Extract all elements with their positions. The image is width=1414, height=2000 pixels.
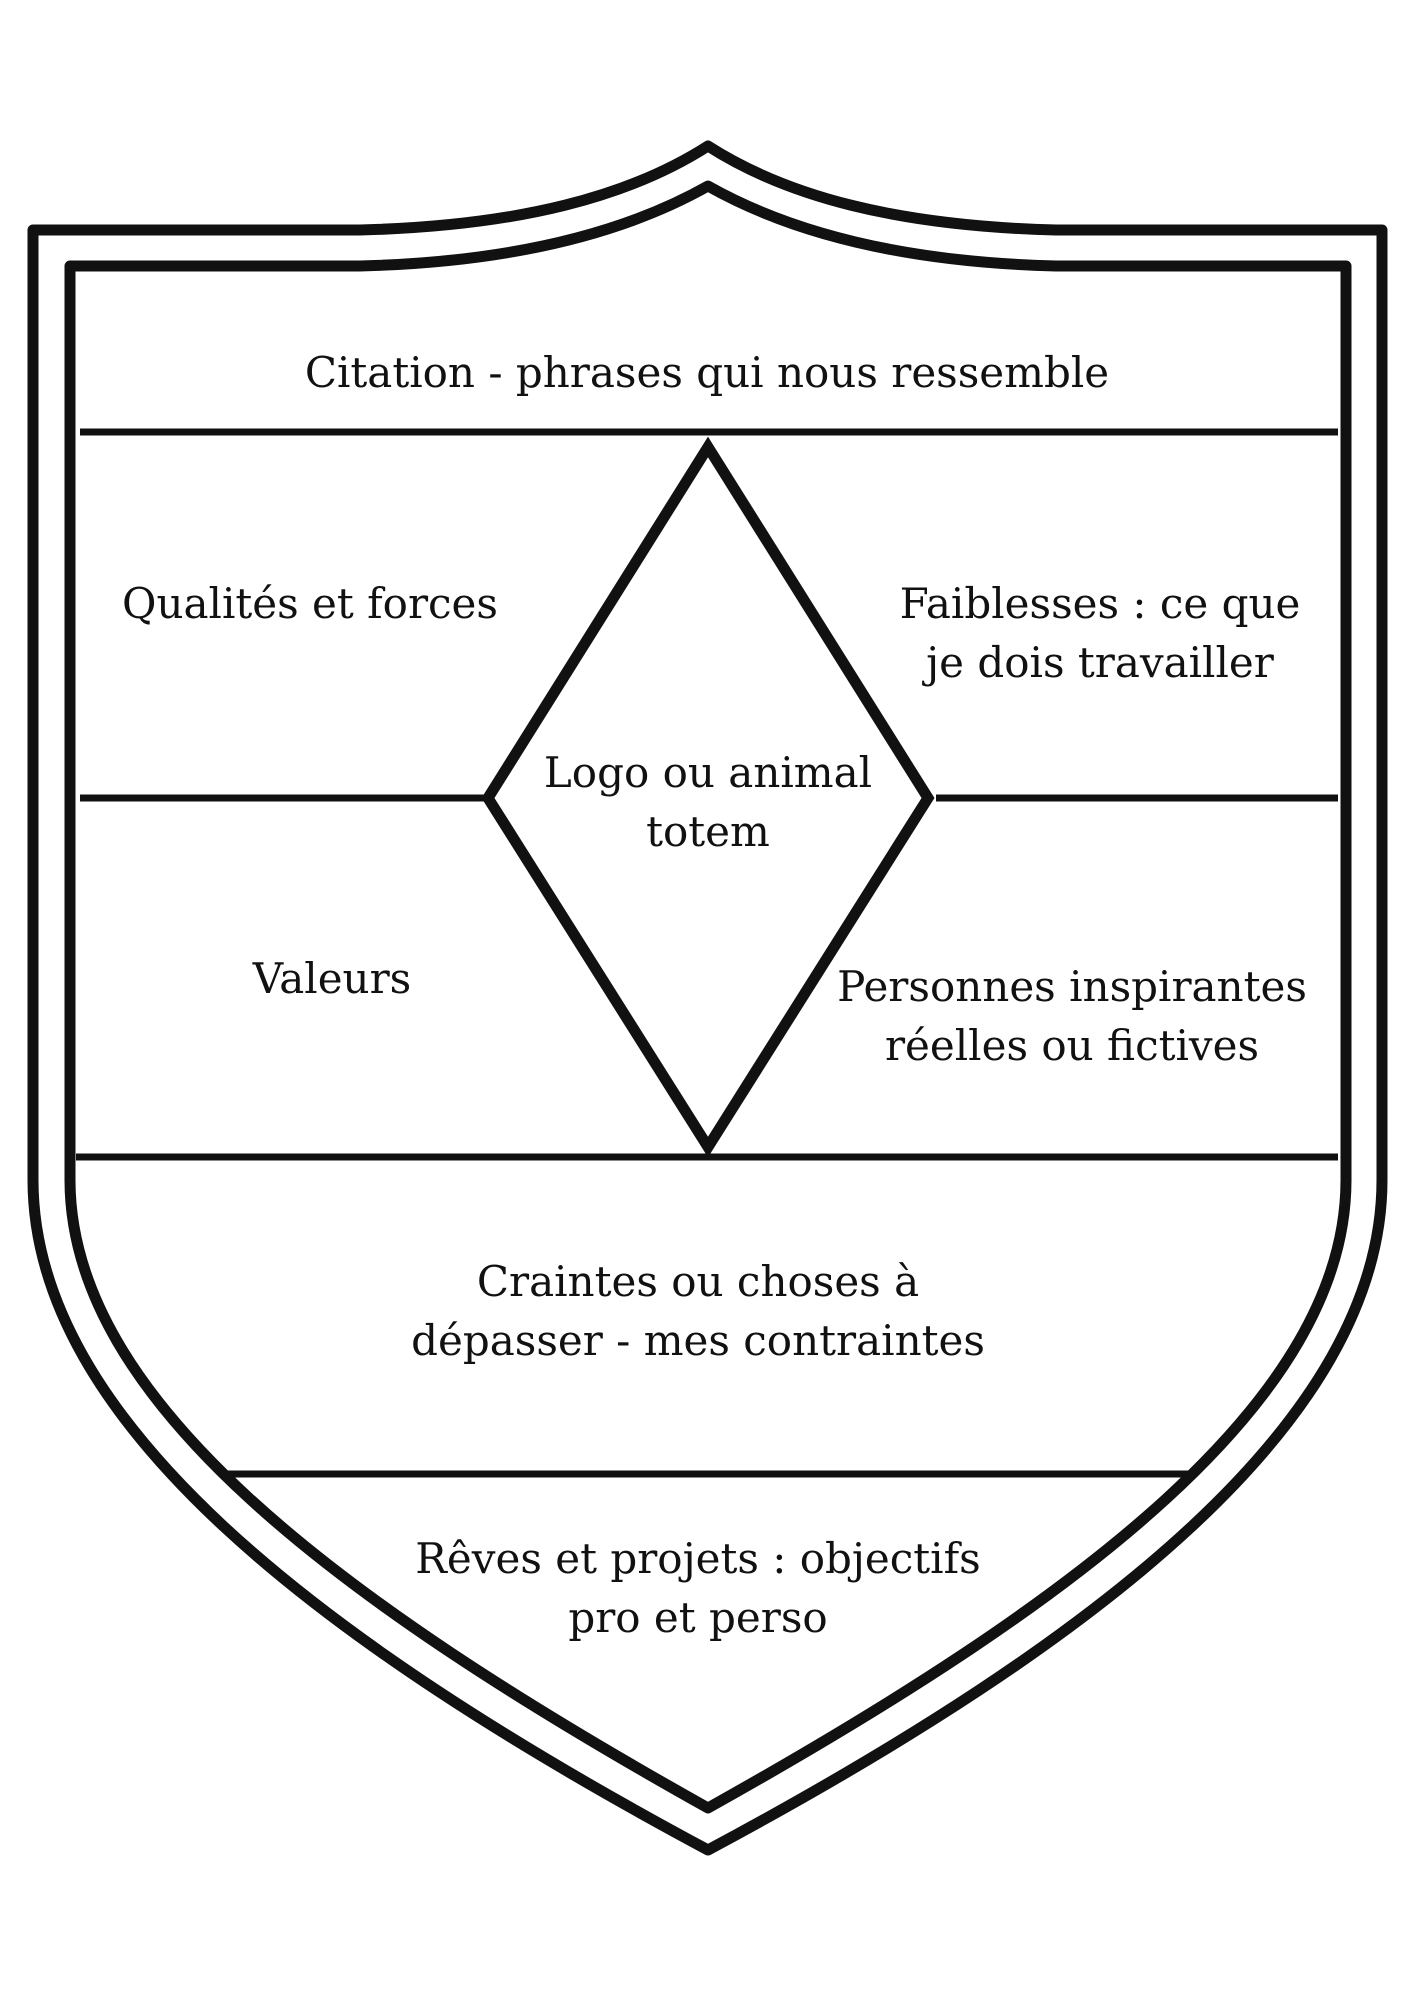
section-personnes: Personnes inspirantes réelles ou fictive… (812, 957, 1332, 1075)
craintes-line-2: dépasser - mes contraintes (411, 1316, 985, 1365)
logo-line-1: Logo ou animal (543, 748, 873, 797)
personnes-line-1: Personnes inspirantes (837, 962, 1307, 1011)
section-faiblesses: Faiblesses : ce que je dois travailler (850, 574, 1350, 692)
section-logo: Logo ou animal totem (508, 743, 908, 861)
shield-inner-border (64, 180, 1352, 1814)
citation-text: Citation - phrases qui nous ressemble (304, 348, 1110, 397)
faiblesses-line-2: je dois travailler (926, 638, 1274, 687)
reves-line-1: Rêves et projets : objectifs (415, 1534, 981, 1583)
reves-line-2: pro et perso (568, 1593, 828, 1642)
faiblesses-line-1: Faiblesses : ce que (899, 579, 1301, 628)
section-valeurs: Valeurs (132, 949, 532, 1008)
logo-diamond (481, 436, 935, 1158)
craintes-line-1: Craintes ou choses à (476, 1257, 920, 1306)
personnes-line-2: réelles ou fictives (884, 1021, 1260, 1070)
section-craintes: Craintes ou choses à dépasser - mes cont… (348, 1252, 1048, 1370)
section-qualites: Qualités et forces (60, 574, 560, 633)
logo-line-2: totem (646, 807, 770, 856)
valeurs-text: Valeurs (252, 954, 412, 1003)
shield-outer-border (27, 140, 1388, 1856)
qualites-text: Qualités et forces (122, 579, 498, 628)
section-citation: Citation - phrases qui nous ressemble (0, 343, 1414, 402)
section-reves: Rêves et projets : objectifs pro et pers… (348, 1529, 1048, 1647)
